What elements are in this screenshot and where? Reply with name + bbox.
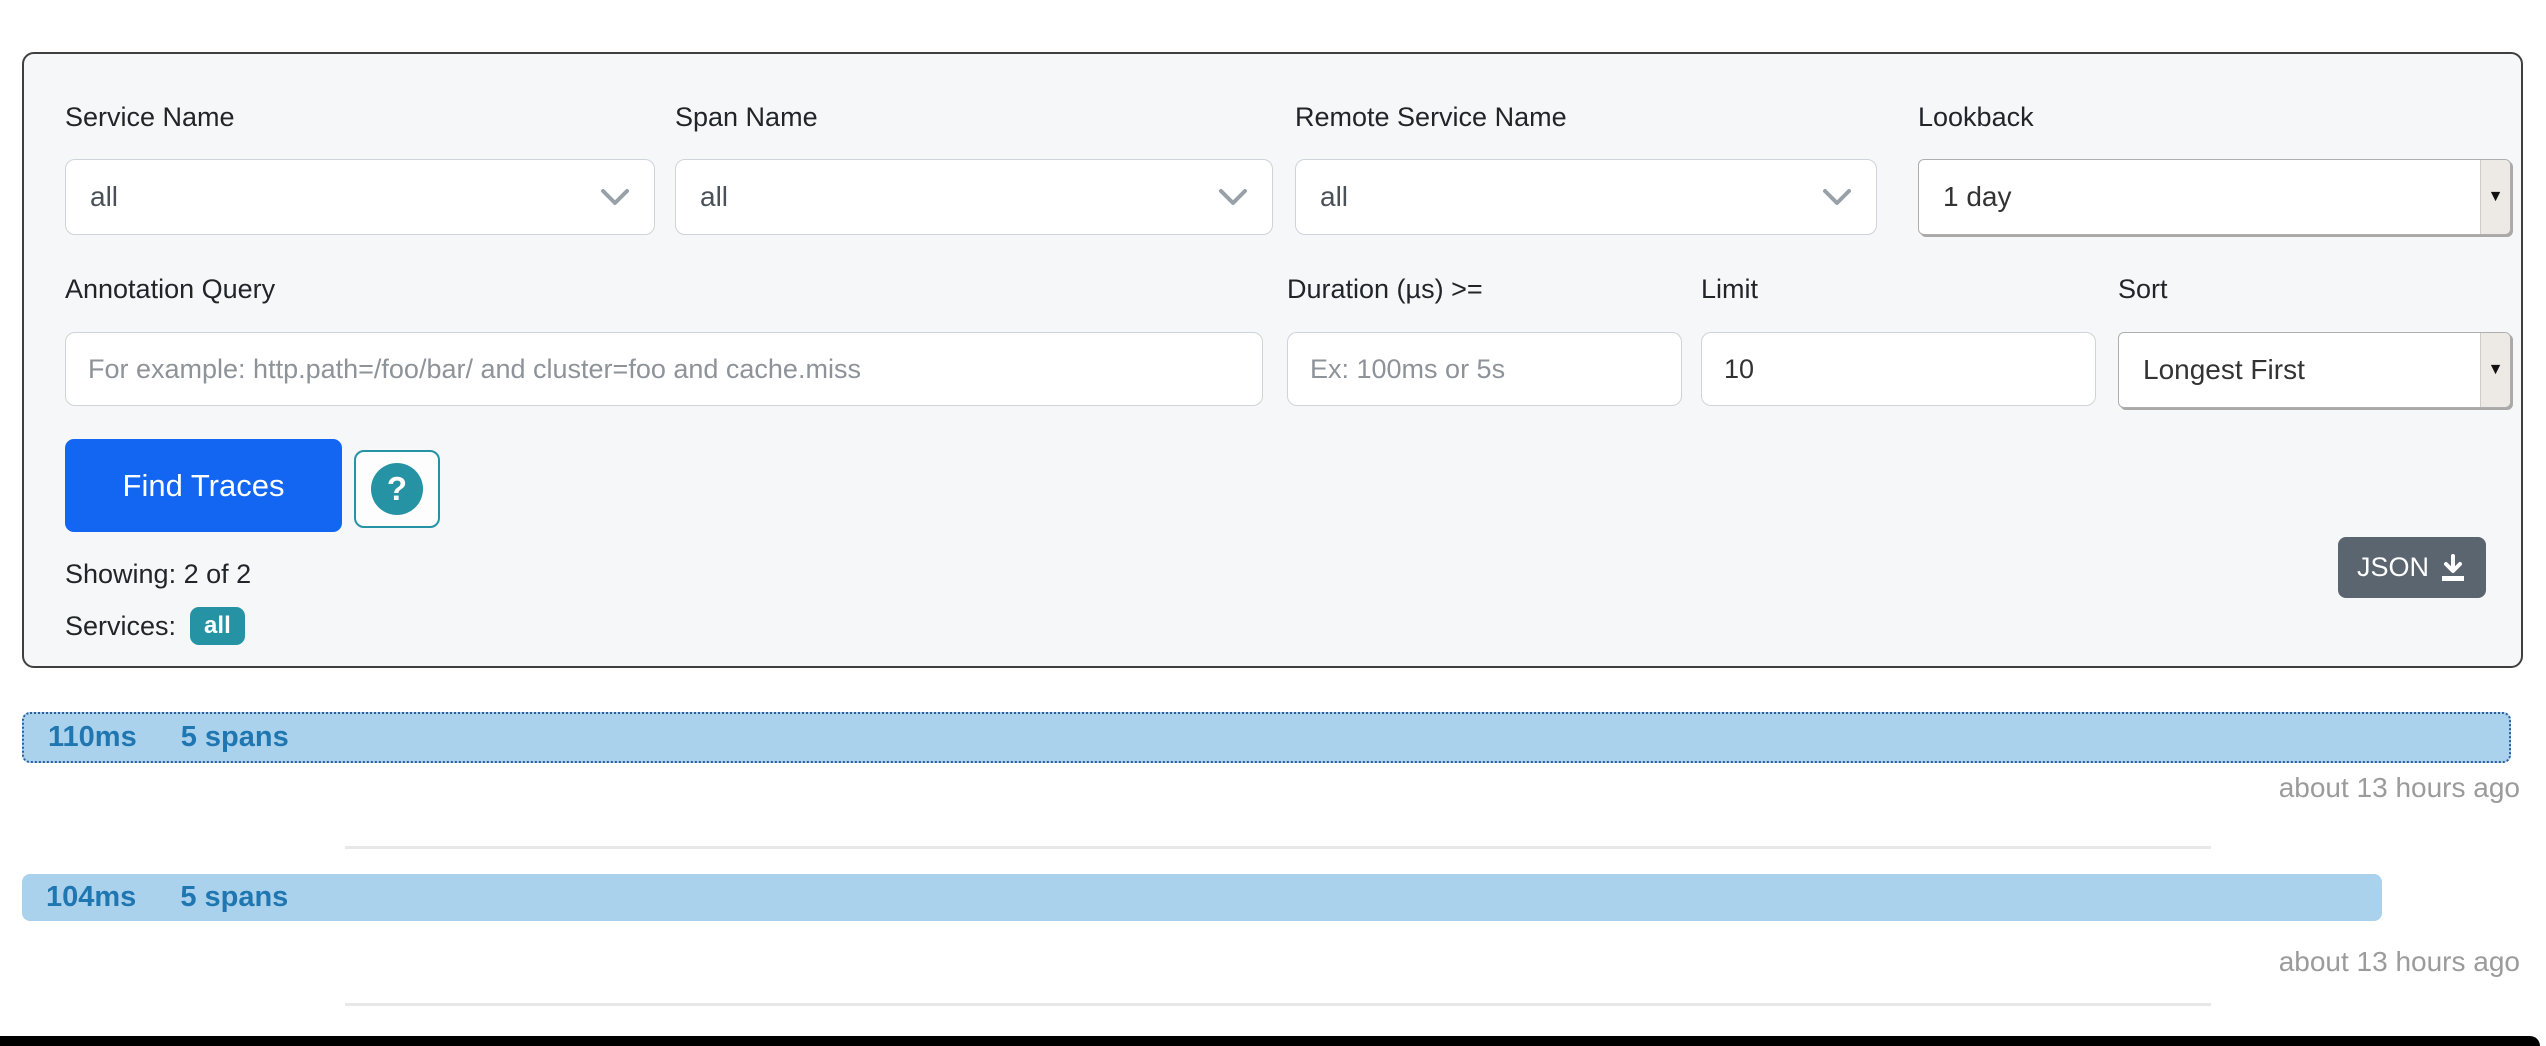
- json-download-button[interactable]: JSON: [2338, 537, 2486, 598]
- download-icon: [2439, 553, 2467, 582]
- lookback-label: Lookback: [1918, 102, 2034, 132]
- duration-label: Duration (µs) >=: [1287, 274, 1483, 304]
- dropdown-arrow-icon: ▼: [2480, 333, 2510, 407]
- span-name-value: all: [700, 181, 729, 212]
- services-label: Services:: [65, 610, 177, 641]
- chevron-down-icon: [600, 188, 630, 206]
- services-row: Services: all: [65, 607, 245, 645]
- annotation-query-input[interactable]: [65, 332, 1263, 406]
- trace-duration: 104ms: [46, 881, 137, 913]
- lookback-select[interactable]: 1 day ▼: [1918, 159, 2511, 235]
- trace-timestamp: about 13 hours ago: [2278, 946, 2520, 977]
- showing-count-text: Showing: 2 of 2: [65, 559, 252, 589]
- remote-service-name-value: all: [1320, 181, 1349, 212]
- question-mark-icon: ?: [371, 463, 423, 515]
- span-name-select[interactable]: all: [675, 159, 1273, 235]
- trace-span-count: 5 spans: [180, 881, 289, 913]
- limit-label: Limit: [1701, 274, 1759, 304]
- remote-service-name-label: Remote Service Name: [1295, 102, 1567, 132]
- limit-input[interactable]: [1701, 332, 2096, 406]
- span-name-label: Span Name: [675, 102, 818, 132]
- help-button[interactable]: ?: [354, 450, 440, 528]
- chevron-down-icon: [1218, 188, 1248, 206]
- trace-separator: [345, 1003, 2211, 1006]
- trace-timestamp: about 13 hours ago: [2278, 772, 2520, 803]
- sort-select[interactable]: Longest First ▼: [2118, 332, 2511, 408]
- chevron-down-icon: [1822, 188, 1852, 206]
- sort-value: Longest First: [2143, 354, 2305, 385]
- lookback-value: 1 day: [1943, 181, 2012, 212]
- find-traces-button[interactable]: Find Traces: [65, 439, 342, 532]
- duration-input[interactable]: [1287, 332, 1682, 406]
- dropdown-arrow-icon: ▼: [2480, 160, 2510, 234]
- search-panel: Service Name Span Name Remote Service Na…: [22, 52, 2523, 668]
- services-all-badge[interactable]: all: [190, 607, 245, 645]
- trace-duration: 110ms: [48, 721, 137, 753]
- service-name-label: Service Name: [65, 102, 235, 132]
- trace-row[interactable]: 104ms 5 spans: [22, 874, 2382, 921]
- service-name-value: all: [90, 181, 119, 212]
- trace-separator: [345, 846, 2211, 849]
- remote-service-name-select[interactable]: all: [1295, 159, 1877, 235]
- sort-label: Sort: [2118, 274, 2168, 304]
- json-button-label: JSON: [2356, 552, 2429, 582]
- trace-span-count: 5 spans: [180, 721, 289, 753]
- bottom-edge-bar: [0, 1036, 2540, 1046]
- trace-row[interactable]: 110ms 5 spans: [22, 712, 2511, 763]
- annotation-query-label: Annotation Query: [65, 274, 276, 304]
- service-name-select[interactable]: all: [65, 159, 655, 235]
